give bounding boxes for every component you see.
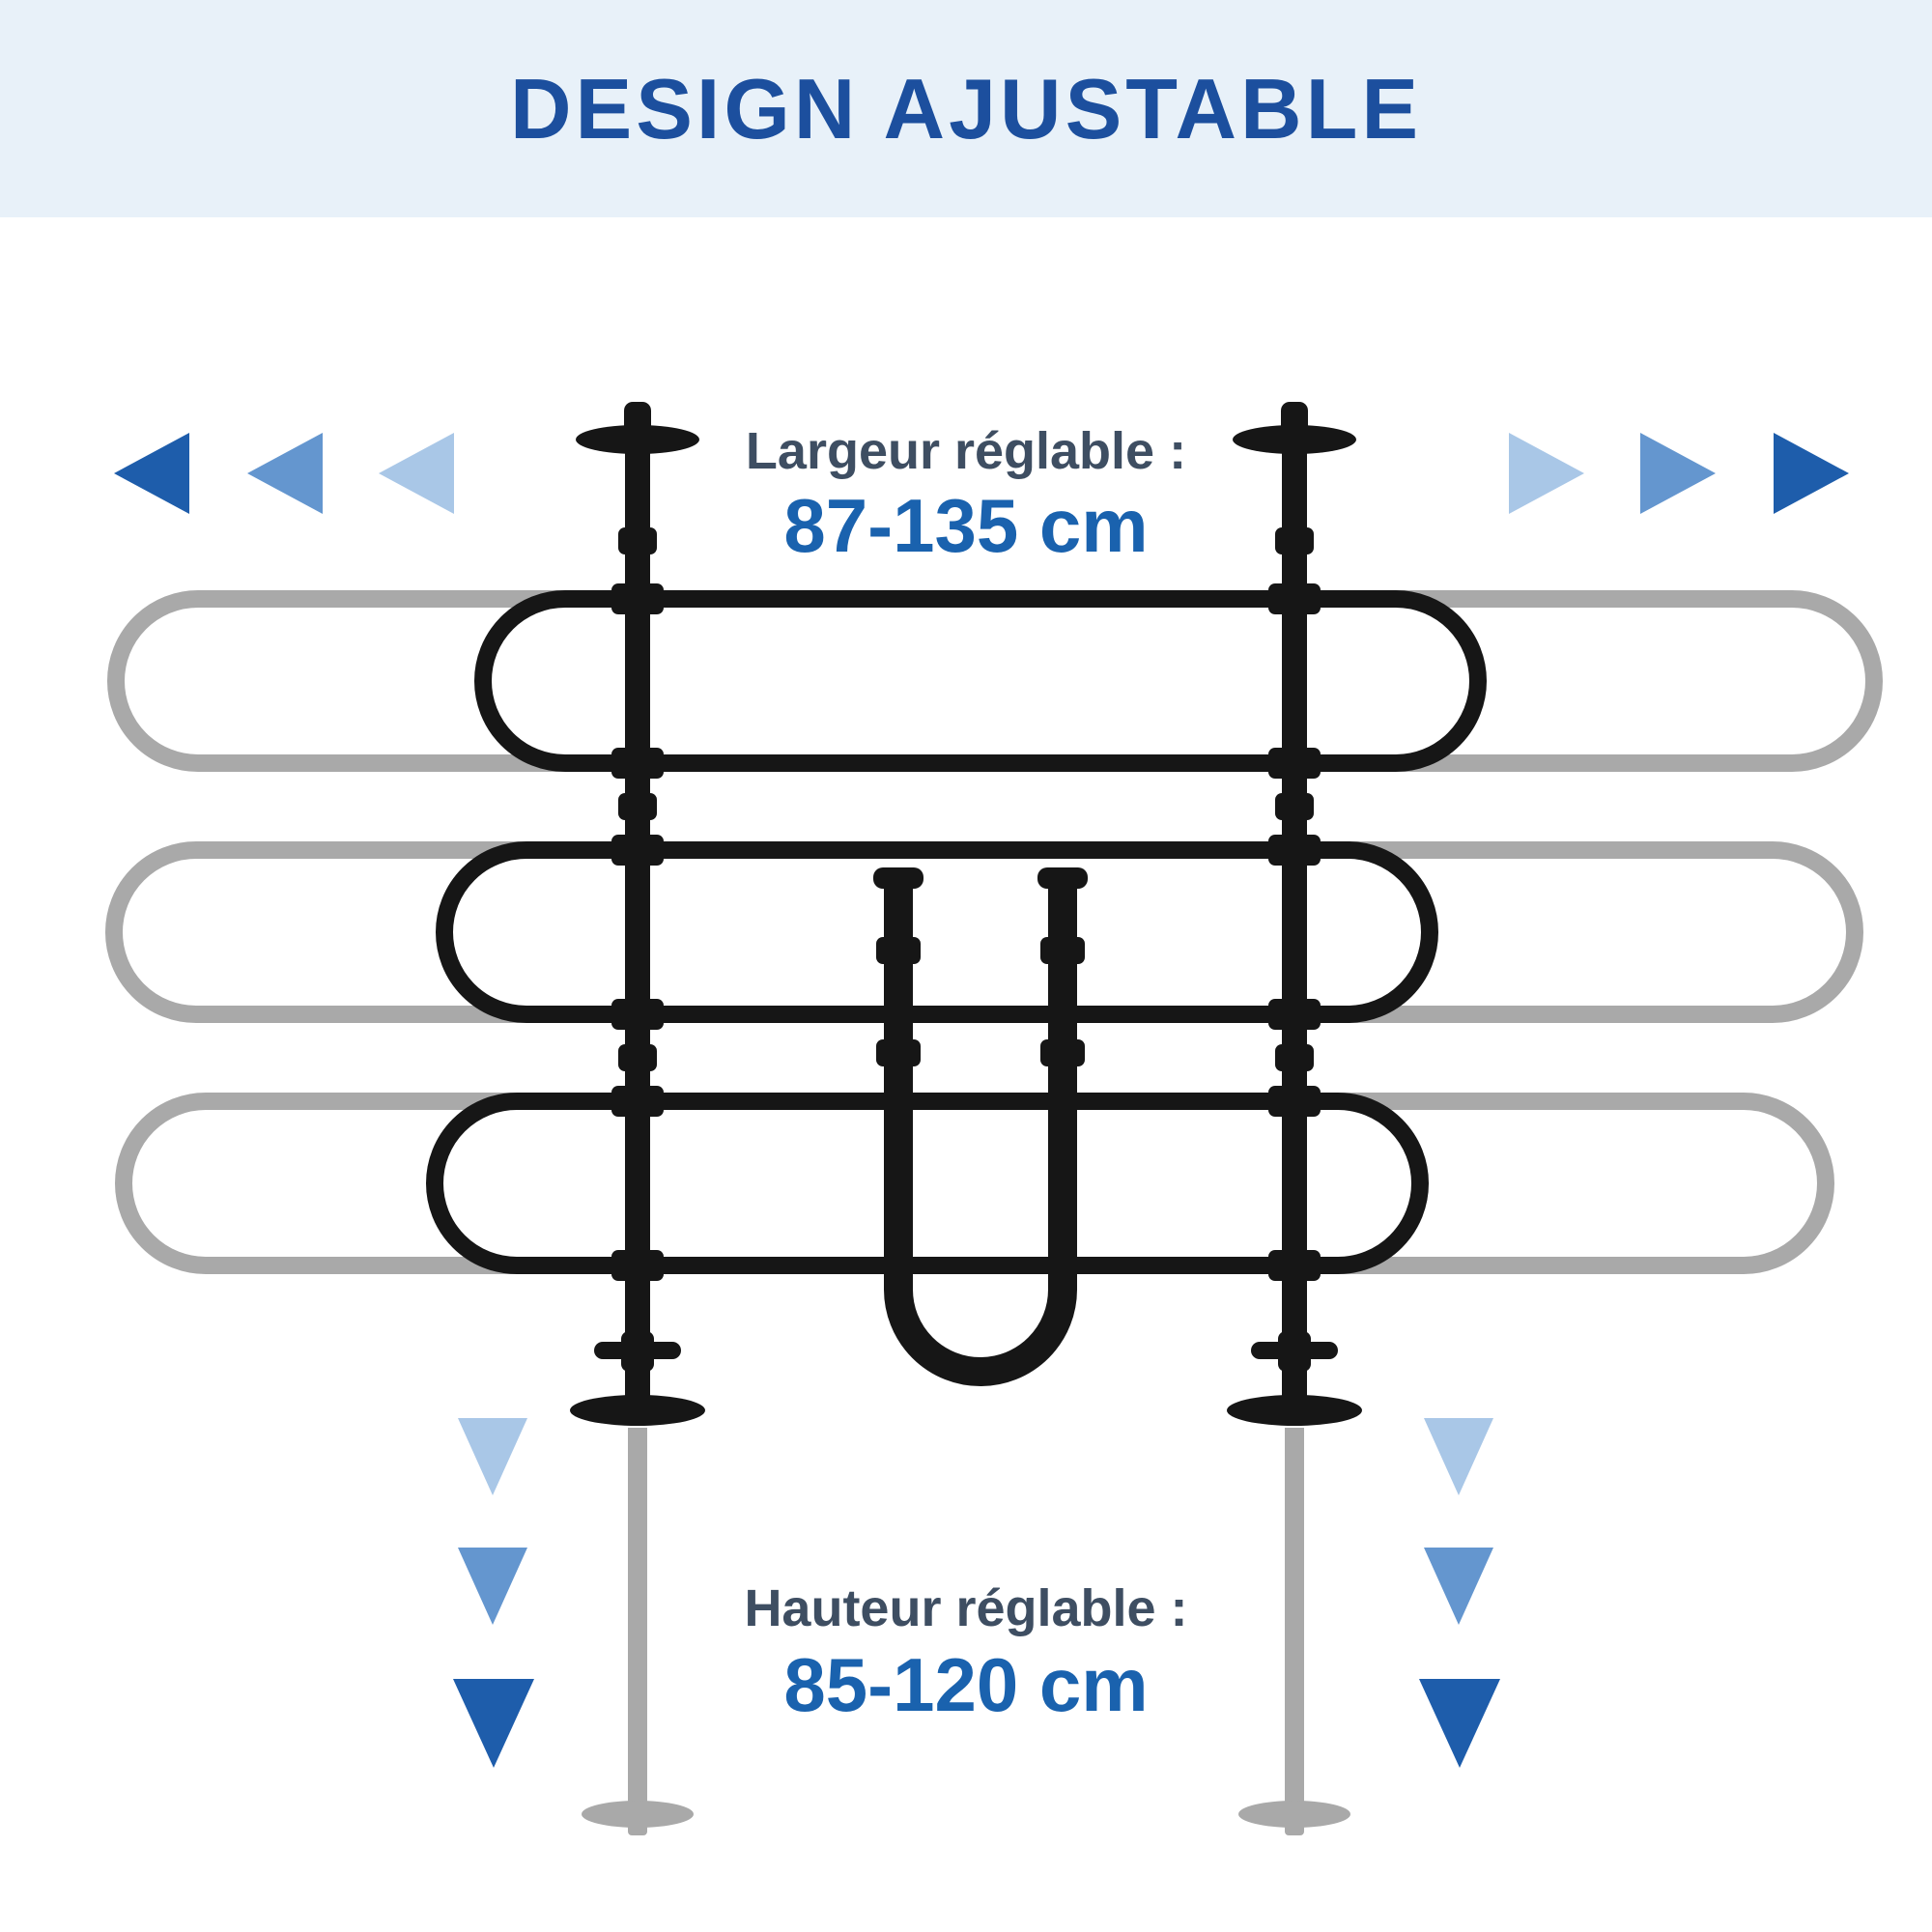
height-adjust-label: Hauteur réglable :	[744, 1579, 1188, 1637]
clamps	[611, 527, 1321, 1281]
bar-loops	[426, 590, 1487, 1274]
width-adjust-value: 87-135 cm	[783, 483, 1149, 568]
width-adjust-label: Largeur réglable :	[745, 422, 1187, 480]
barrier-frame	[426, 402, 1487, 1426]
u-tube	[873, 867, 1088, 1386]
height-adjust-value: 85-120 cm	[783, 1642, 1149, 1727]
adjustment-knobs	[570, 1331, 1362, 1426]
page-title: DESIGN AJUSTABLE	[509, 60, 1423, 156]
header-band: DESIGN AJUSTABLE	[0, 0, 1932, 217]
